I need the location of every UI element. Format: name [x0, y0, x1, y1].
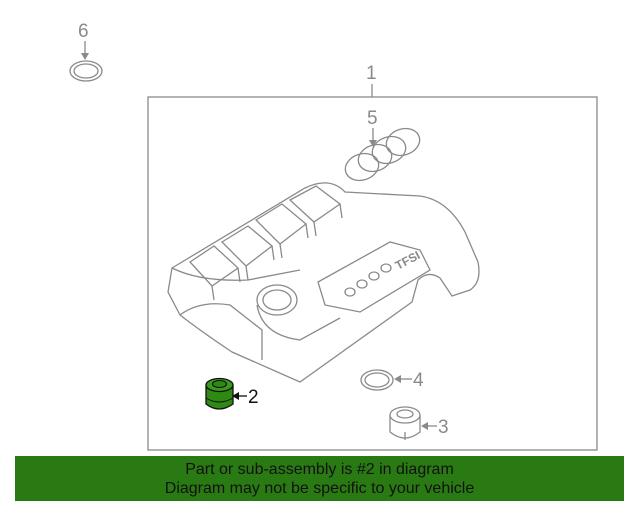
- callout-2-arrow: [232, 392, 239, 400]
- callout-3: 3: [438, 417, 449, 438]
- parts-diagram: 6 1 5 TFSI: [69, 21, 598, 451]
- part-6-cap[interactable]: [69, 60, 103, 82]
- callout-4-arrow: [394, 375, 401, 383]
- callout-3-arrow: [421, 422, 428, 430]
- banner-line-2: Diagram may not be specific to your vehi…: [164, 480, 475, 497]
- callout-2: 2: [248, 387, 259, 408]
- banner-line-1: Part or sub-assembly is #2 in diagram: [185, 461, 454, 478]
- callout-6-arrow: [81, 53, 89, 60]
- callout-5: 5: [367, 108, 378, 129]
- callout-1: 1: [366, 63, 377, 84]
- info-banner: Part or sub-assembly is #2 in diagram Di…: [15, 456, 624, 501]
- part-3-grommet[interactable]: [389, 406, 421, 440]
- callout-6: 6: [78, 21, 89, 42]
- part-5-emblem[interactable]: [342, 124, 423, 184]
- part-1-engine-cover[interactable]: TFSI: [167, 182, 480, 383]
- callout-5-arrow: [369, 140, 377, 147]
- part-4-o-ring[interactable]: [360, 369, 394, 391]
- callout-4: 4: [413, 370, 424, 391]
- part-2-grommet-highlighted[interactable]: [205, 377, 234, 410]
